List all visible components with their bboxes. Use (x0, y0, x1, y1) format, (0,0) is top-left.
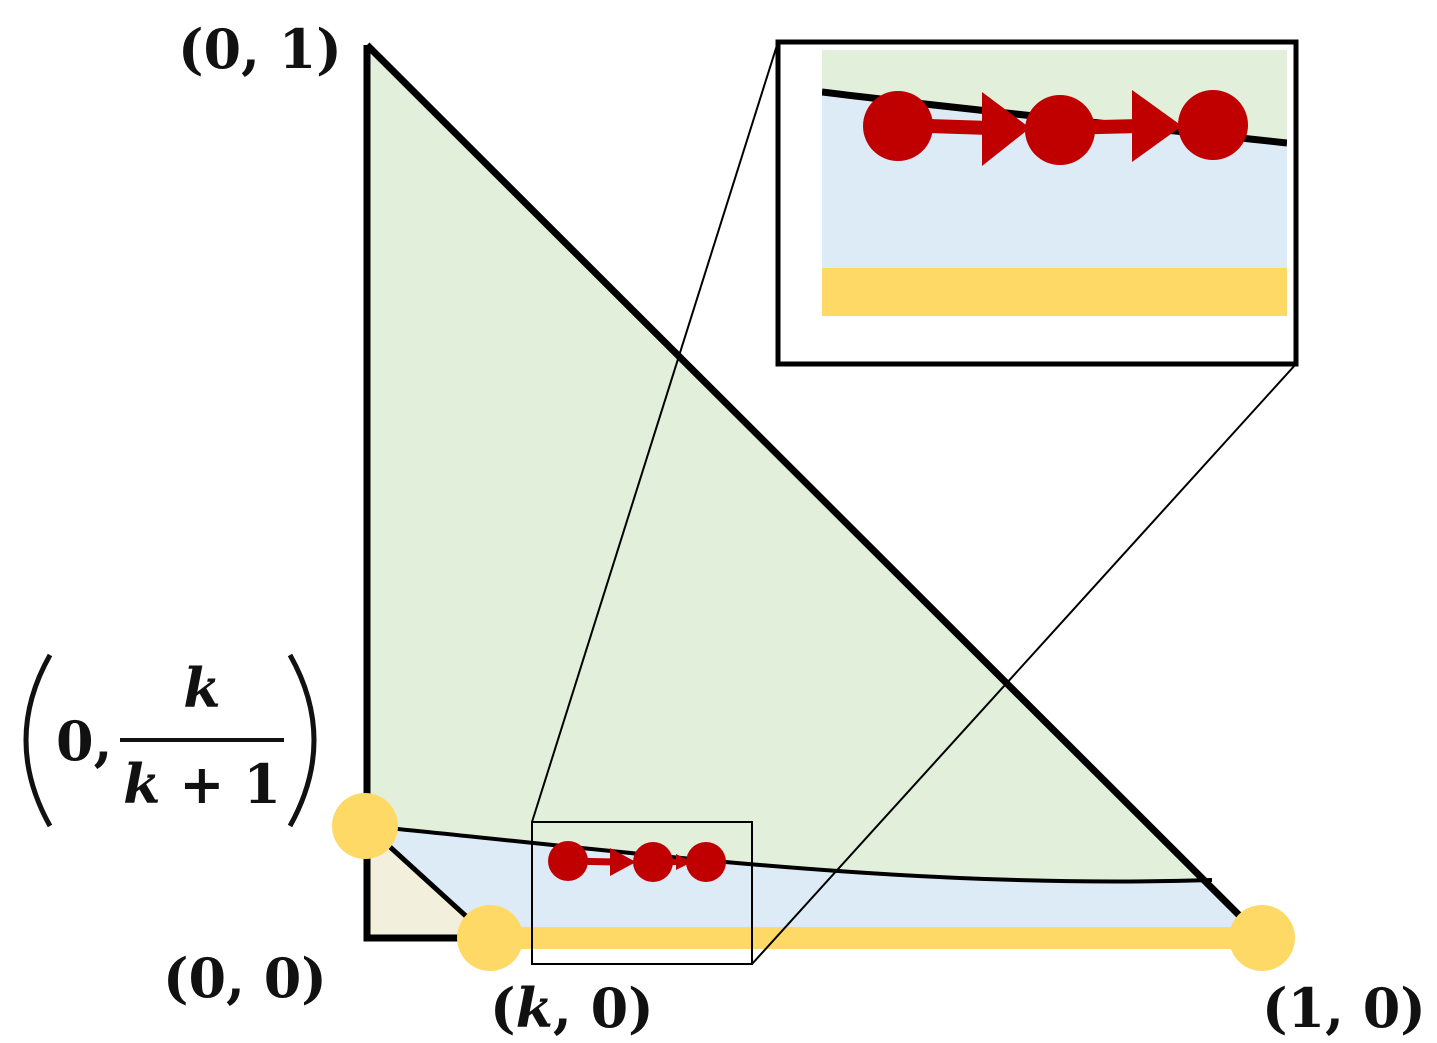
inset-arrow-1 (982, 92, 1030, 166)
zoom-inset (775, 39, 1299, 367)
curve-boundary (366, 824, 1213, 884)
vertex-marker-right (1229, 905, 1295, 971)
trajectory-arrow-1 (610, 848, 636, 876)
trajectory-dot-2 (633, 842, 673, 882)
vertex-marker-left (332, 793, 398, 859)
zoom-connector-right (751, 363, 1297, 965)
inset-yellow-band (822, 268, 1287, 316)
inset-frame (775, 39, 1299, 367)
vertex-marker-k (457, 905, 523, 971)
trajectory-arrow-2 (676, 854, 692, 870)
label-left-denominator: k + 1 (123, 752, 281, 816)
inset-arrow-2 (1132, 90, 1182, 162)
label-left-numerator: k (183, 656, 220, 720)
label-left-zero: 0, (56, 709, 112, 773)
left-paren (23, 653, 53, 828)
inset-dot-1 (863, 91, 933, 161)
triangle-outline (363, 42, 1265, 942)
right-paren (287, 653, 317, 828)
label-left-point: 0, k k + 1 (23, 653, 317, 828)
trajectory-dot-3 (686, 842, 726, 882)
label-k-point: (k, 0) (490, 976, 654, 1040)
zoom-connector-left (531, 41, 779, 823)
trajectory-small (548, 841, 726, 882)
blue-region (367, 826, 1262, 938)
label-right-vertex: (1, 0) (1262, 976, 1426, 1040)
inset-dot-3 (1178, 90, 1248, 160)
zoom-source-box (531, 821, 753, 965)
trajectory-large (863, 90, 1248, 166)
trajectory-dot-1 (548, 841, 588, 881)
label-origin: (0, 0) (163, 946, 327, 1010)
label-top-vertex: (0, 1) (178, 17, 342, 81)
inset-dot-2 (1025, 95, 1095, 165)
